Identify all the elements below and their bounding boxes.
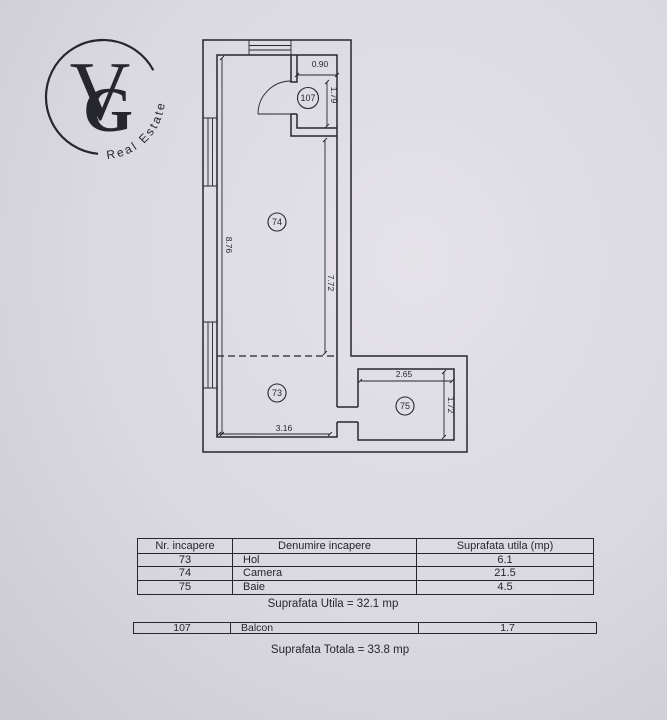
- table-cell-room-name: Camera: [233, 567, 417, 581]
- outer-wall: [202, 39, 468, 453]
- room-number-hall: 73: [272, 388, 282, 398]
- table-header-cell: Denumire incapere: [233, 539, 417, 554]
- dimension-line-room-length: [322, 137, 328, 356]
- logo-ring: [44, 38, 155, 155]
- table-header-cell: Nr. incapere: [138, 539, 233, 554]
- table-cell-room-area: 21.5: [417, 567, 593, 581]
- dimension-lines: 0.90 1.79 8.76 7.72 2.65 1.72 3.16: [216, 55, 456, 440]
- window-left-lower: [203, 321, 217, 389]
- table-cell-room-name: Baie: [233, 580, 417, 594]
- dimension-line-bath-depth: [441, 369, 447, 440]
- room-number-circle: [267, 212, 287, 232]
- door-opening-bathroom: [337, 406, 358, 423]
- balcony-partition-wall: [290, 55, 337, 137]
- dimension-line-hall-width: [216, 431, 333, 437]
- door-swing-arc: [257, 80, 292, 115]
- dimension-line-balcony-width: [294, 72, 340, 78]
- dimension-label: 0.90: [312, 59, 329, 69]
- rooms-area-table: Nr. incapere Denumire incapere Suprafata…: [137, 538, 594, 595]
- openings: [203, 40, 292, 389]
- inner-wall-bathroom: [357, 368, 455, 441]
- dimension-label: 1.72: [446, 397, 456, 414]
- table-cell-room-area: 4.5: [497, 580, 513, 593]
- dimension-line-balcony-depth: [324, 79, 330, 129]
- useful-area-total: Suprafata Utila = 32.1 mp: [267, 598, 399, 610]
- total-area: Suprafata Totala = 33.8 mp: [270, 644, 410, 656]
- room-number-bath: 75: [400, 401, 410, 411]
- table-header-cell: Suprafata utila (mp): [417, 539, 593, 554]
- room-number-main: 74: [272, 217, 282, 227]
- room-number-circle: [296, 86, 320, 110]
- room-number-circle: [395, 396, 415, 416]
- table-cell-room-area: 6.1: [417, 554, 593, 567]
- dimension-label: 3.16: [276, 423, 293, 433]
- balcony-area-table: 107 Balcon 1.7: [133, 622, 597, 634]
- dimension-label: 7.72: [326, 275, 336, 292]
- table-cell-room-name: Balcon: [231, 623, 419, 633]
- table-cell-room-number: 73: [138, 553, 233, 567]
- vg-real-estate-logo: V G Real Estate: [44, 38, 166, 162]
- table-cell-room-area: 1.7: [500, 622, 515, 634]
- dimension-label: 1.79: [329, 87, 339, 104]
- dimension-label: 2.65: [396, 369, 413, 379]
- window-top: [248, 40, 292, 55]
- window-left-upper: [203, 117, 217, 187]
- inner-wall-main-room: [216, 54, 338, 438]
- dimension-label: 8.76: [224, 237, 234, 254]
- walls: [202, 39, 468, 453]
- table-cell-room-name: Hol: [233, 553, 417, 567]
- table-cell-room-number: 74: [138, 567, 233, 581]
- table-cell-room-number: 75: [138, 580, 233, 594]
- dimension-line-bath-width: [357, 378, 455, 384]
- logo-letter-g: G: [83, 74, 133, 145]
- dimension-line-left-length: [219, 55, 225, 437]
- table-cell-room-number: 107: [134, 623, 231, 633]
- room-markers: 107 74 73 75: [267, 86, 415, 416]
- logo-letter-v: V: [70, 45, 131, 138]
- room-number-balcony: 107: [300, 93, 315, 103]
- room-number-circle: [267, 383, 287, 403]
